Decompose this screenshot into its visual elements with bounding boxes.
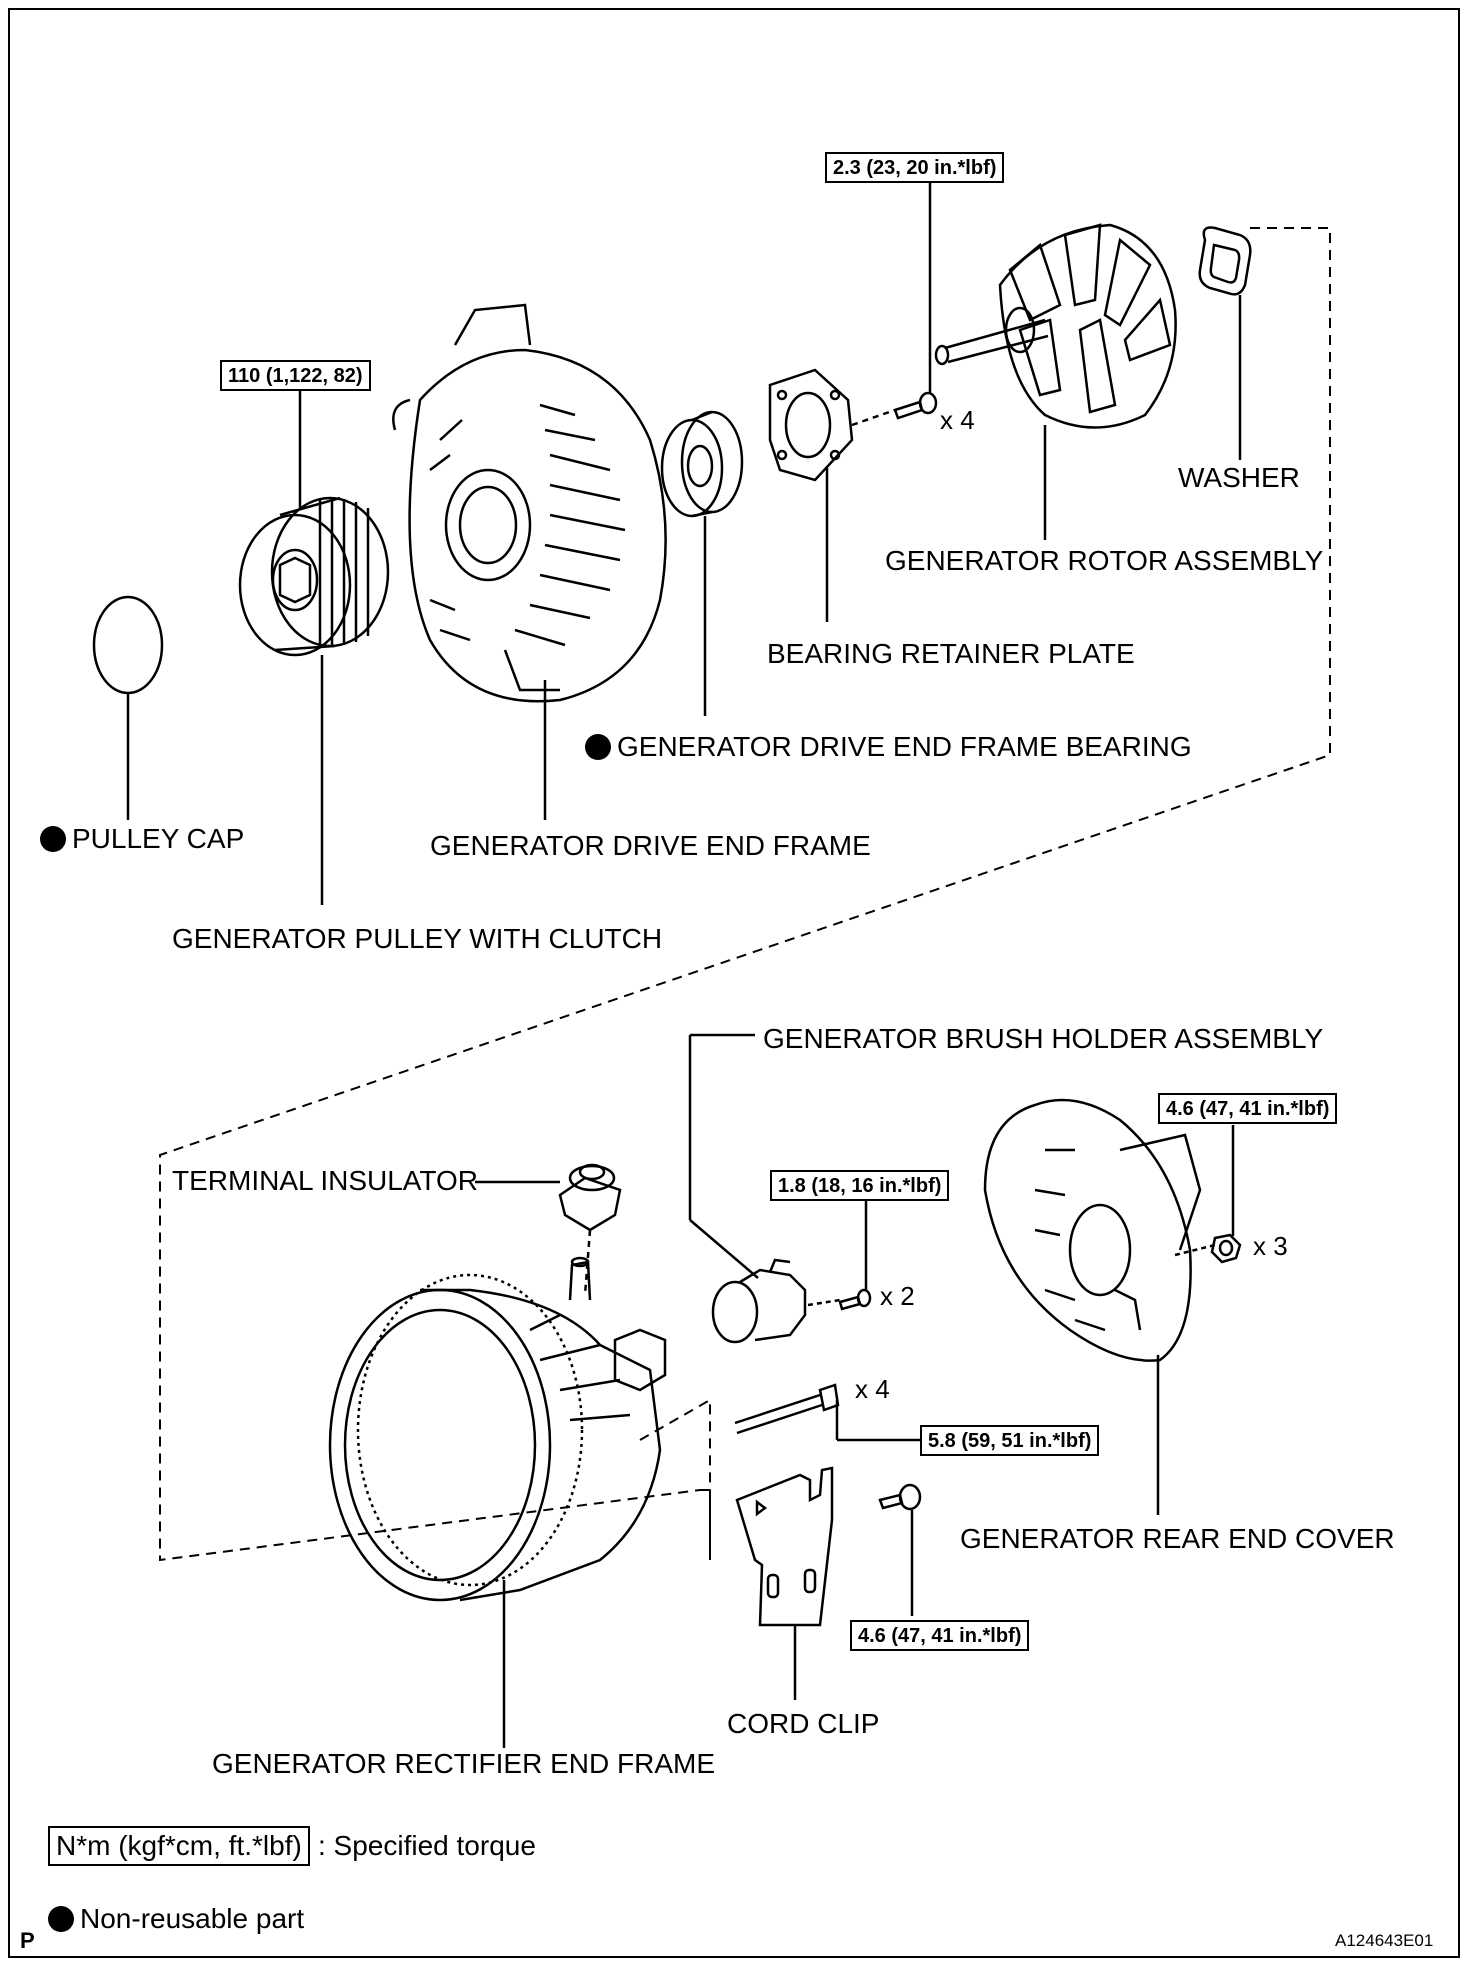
torque-box-retainer-screw: 2.3 (23, 20 in.*lbf)	[825, 152, 1005, 183]
bearing-part	[660, 410, 744, 716]
label-pulley-cap: PULLEY CAP	[40, 825, 244, 853]
cord-clip-part	[735, 1466, 834, 1700]
legend-torque-box: N*m (kgf*cm, ft.*lbf)	[48, 1826, 310, 1866]
qty-brush-holder-screw: x 2	[880, 1281, 915, 1311]
nonreusable-dot-icon	[48, 1906, 74, 1932]
label-drive-end-frame: GENERATOR DRIVE END FRAME	[430, 830, 871, 861]
label-terminal-insulator: TERMINAL INSULATOR	[172, 1165, 478, 1196]
torque-box-through-bolt: 5.8 (59, 51 in.*lbf)	[920, 1425, 1100, 1456]
brush-holder-part	[688, 1033, 841, 1344]
washer-part	[1198, 226, 1252, 460]
label-cord-clip: CORD CLIP	[727, 1708, 880, 1739]
label-brush-holder: GENERATOR BRUSH HOLDER ASSEMBLY	[763, 1023, 1324, 1054]
brush-holder-screw-part	[838, 1200, 872, 1311]
qty-through-bolt: x 4	[855, 1374, 890, 1404]
torque-box-rear-cover-nut: 4.6 (47, 41 in.*lbf)	[1158, 1093, 1338, 1124]
label-washer: WASHER	[1178, 462, 1300, 493]
label-rear-end-cover: GENERATOR REAR END COVER	[960, 1523, 1395, 1554]
through-bolt-part	[734, 1383, 922, 1442]
cord-clip-bolt-part	[878, 1483, 922, 1616]
label-pulley: GENERATOR PULLEY WITH CLUTCH	[172, 923, 663, 954]
torque-box-brush-holder-screw: 1.8 (18, 16 in.*lbf)	[770, 1170, 950, 1201]
rear-end-cover-part	[983, 1098, 1216, 1515]
label-rotor-assembly: GENERATOR ROTOR ASSEMBLY	[885, 545, 1324, 576]
nonreusable-dot-icon	[585, 734, 611, 760]
terminal-insulator-part	[475, 1163, 622, 1296]
drive-end-frame-part	[392, 303, 667, 820]
rectifier-end-frame-part	[328, 1256, 667, 1748]
label-drive-end-bearing: GENERATOR DRIVE END FRAME BEARING	[585, 733, 1192, 761]
legend-nonreusable: Non-reusable part	[48, 1905, 304, 1933]
diagram-frame	[8, 8, 1460, 1958]
torque-box-cord-clip-bolt: 4.6 (47, 41 in.*lbf)	[850, 1620, 1030, 1651]
label-bearing-retainer-plate: BEARING RETAINER PLATE	[767, 638, 1135, 669]
retainer-plate-part	[768, 368, 896, 622]
nonreusable-dot-icon	[40, 826, 66, 852]
footer-left-code: P	[20, 1928, 35, 1953]
rear-cover-nut-part	[1210, 1125, 1242, 1264]
label-rectifier-end-frame: GENERATOR RECTIFIER END FRAME	[212, 1748, 716, 1779]
qty-rear-cover-nut: x 3	[1253, 1231, 1288, 1261]
retainer-screw-part	[893, 172, 938, 420]
torque-box-pulley: 110 (1,122, 82)	[220, 360, 371, 391]
legend-torque-desc: : Specified torque	[318, 1830, 536, 1861]
figure-id: A124643E01	[1335, 1931, 1434, 1950]
pulley-part	[238, 375, 390, 905]
rotor-assembly-part	[934, 223, 1177, 540]
assembly-dashed-outline	[159, 227, 1331, 1562]
qty-retainer-screw: x 4	[940, 405, 975, 435]
pulley-cap-part	[92, 595, 164, 820]
